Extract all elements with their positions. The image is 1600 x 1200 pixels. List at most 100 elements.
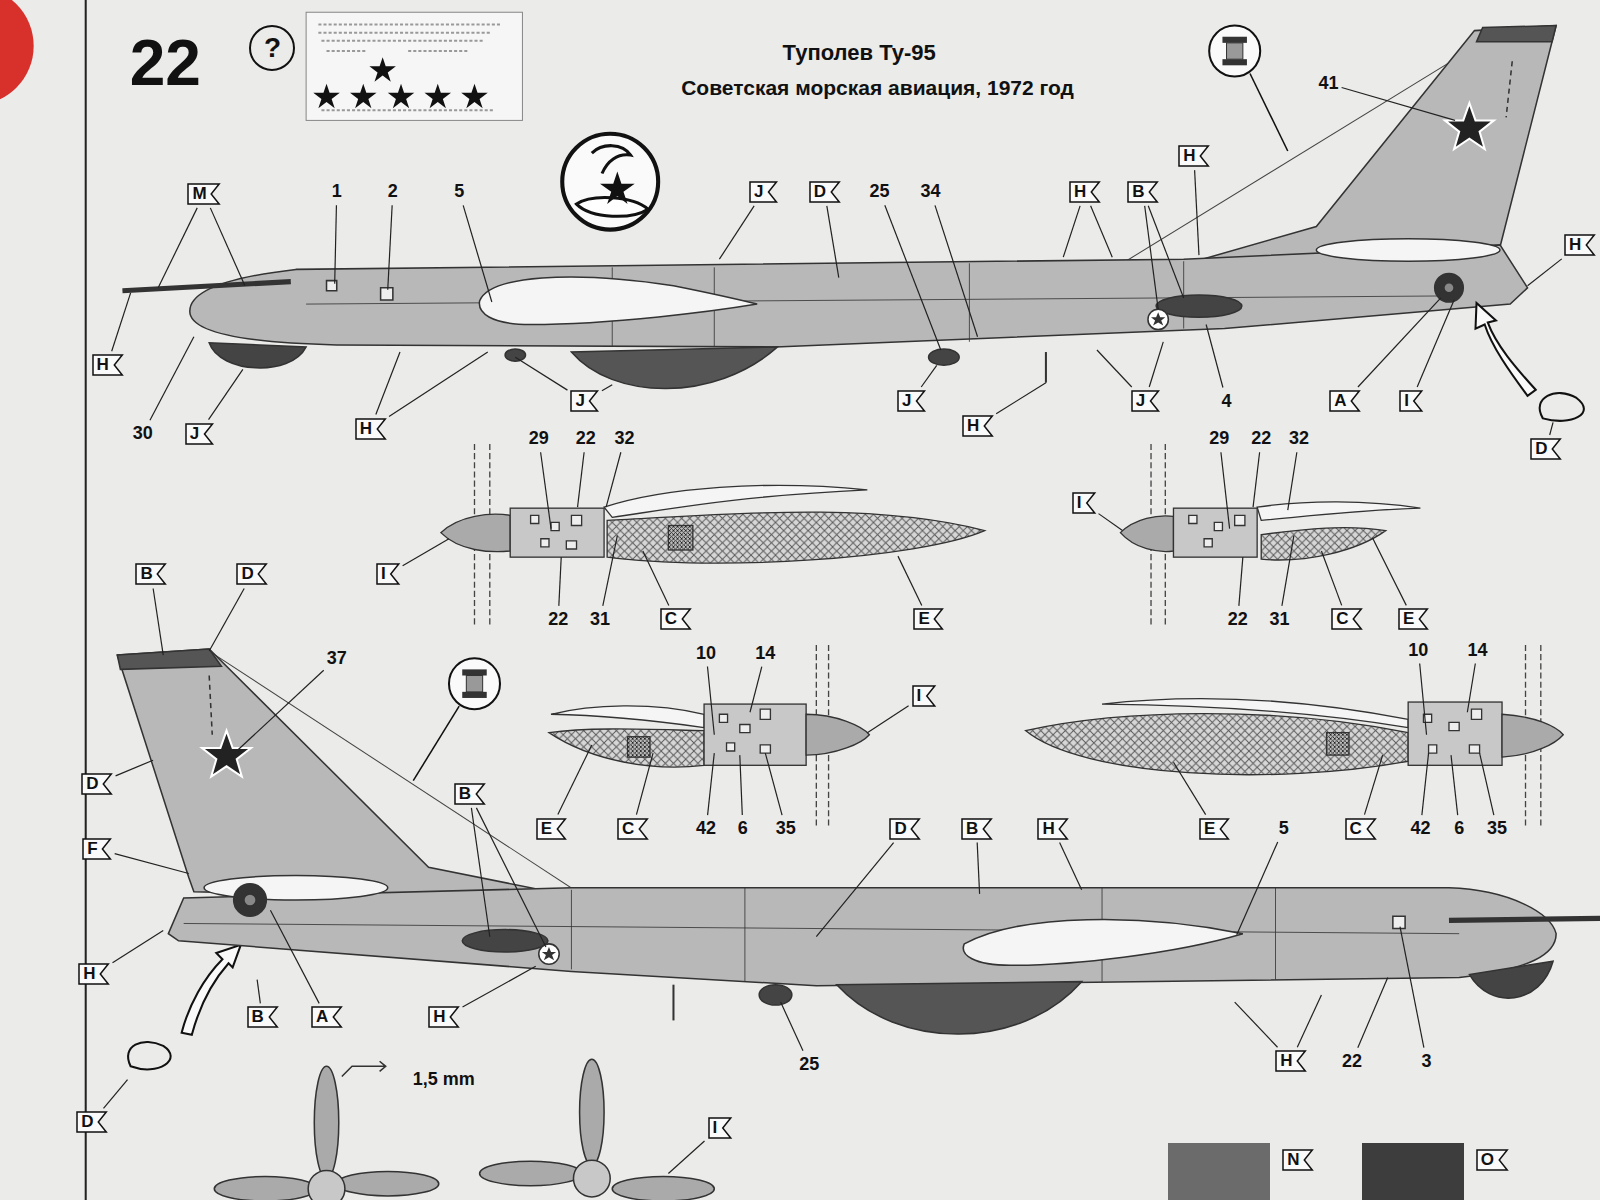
flag-outline [750,182,776,202]
bottom-side-view [168,888,1556,986]
bottom-side-view [117,649,221,669]
flag-outline [186,424,212,444]
legend-flag: N [1282,1149,1313,1171]
flag-outline [810,182,839,202]
bottom-side-view [963,919,1243,965]
engine-nacelle [1408,702,1502,765]
engine-nacelle [510,508,604,557]
callout-letter: M [192,184,206,203]
flag-outline [913,686,935,706]
callout-letter: H [433,1007,445,1026]
callout-letter: J [190,424,199,443]
top-side-view [505,349,525,361]
callout-letter: H [1042,819,1054,838]
decal-sheet [369,57,396,81]
flag-outline [1200,819,1228,839]
callout-letter: I [713,1118,718,1137]
decal-sheet [461,84,488,108]
callout-number: 37 [327,648,347,669]
fitting-arrow [1540,393,1584,421]
propeller [480,1161,582,1185]
page-frame [0,0,34,105]
callout-letter: D [241,564,253,583]
engine-nacelle [1026,714,1409,775]
leader-line [1063,206,1080,257]
engine-nacelle [1120,516,1173,552]
thread-icon [413,26,1287,781]
leader-line [707,667,714,735]
callout-number: 5 [454,181,464,202]
flag-outline [618,819,647,839]
callout-number: 25 [870,181,890,202]
callout-letter: H [1074,182,1086,201]
leader-line [606,452,621,507]
leader-line [237,670,324,751]
leader-line [1528,259,1562,286]
legend-letter: O [1481,1150,1494,1169]
bottom-side-view [204,876,388,900]
flag-outline [93,355,122,375]
leader-line [1420,664,1427,735]
fitting-arrow [128,303,1584,1069]
leader-line [885,205,941,350]
flag-outline [77,1112,106,1132]
thread-icon [1222,37,1246,43]
page-frame [0,0,86,1200]
flag-outline [1276,1051,1305,1071]
leader-line [210,208,245,286]
callout-flag: C [1331,608,1362,630]
callout-letter: D [86,774,98,793]
leader-line [1221,452,1230,528]
top-side-view [1151,312,1165,325]
callout-flag: I [708,1117,732,1139]
callout-letter: D [894,819,906,838]
callout-flag: B [961,818,992,840]
flag-outline [248,1007,277,1027]
callout-number: 3 [1422,1051,1432,1072]
callout-letter: D [1535,439,1547,458]
callout-flag: E [1398,608,1428,630]
thread-icon [1227,43,1243,59]
callout-number: 14 [1468,640,1488,661]
callout-flag: J [185,423,213,445]
callout-letter: J [754,182,763,201]
callout-flag: I [376,563,400,585]
callout-flag: J [570,390,598,412]
leader-line [898,556,922,605]
leader-line [708,753,715,815]
callout-number: 29 [529,428,549,449]
callout-flag: J [749,181,777,203]
leader-line [1148,206,1183,298]
leader-line [719,206,754,259]
callout-flag: H [1037,818,1068,840]
leader-line [1480,753,1494,815]
color-swatch [1168,1143,1270,1200]
callout-number: 5 [1279,818,1289,839]
top-side-view [1444,283,1454,293]
callout-number: 31 [590,609,610,630]
callout-letter: E [1403,609,1414,628]
callout-number: 32 [614,428,634,449]
callout-number: 2 [388,181,398,202]
thread-icon [466,676,482,692]
flag-outline [962,819,991,839]
flag-outline [1330,391,1359,411]
flag-outline [890,819,919,839]
leader-line [668,1141,704,1174]
top-side-view [1045,352,1047,383]
engine-nacelle [668,526,692,550]
callout-number: 22 [548,609,568,630]
callout-flag: D [889,818,920,840]
propeller [573,1160,610,1197]
flag-outline [1070,182,1099,202]
help-mark: ? [264,32,281,63]
callout-number: 14 [755,643,775,664]
top-side-view [929,349,960,365]
leader-line [1358,978,1388,1048]
leader-line [113,931,164,963]
bottom-side-view [244,894,256,906]
callout-flag: H [962,415,993,437]
leader-line [996,383,1046,414]
leader-line [740,755,742,815]
